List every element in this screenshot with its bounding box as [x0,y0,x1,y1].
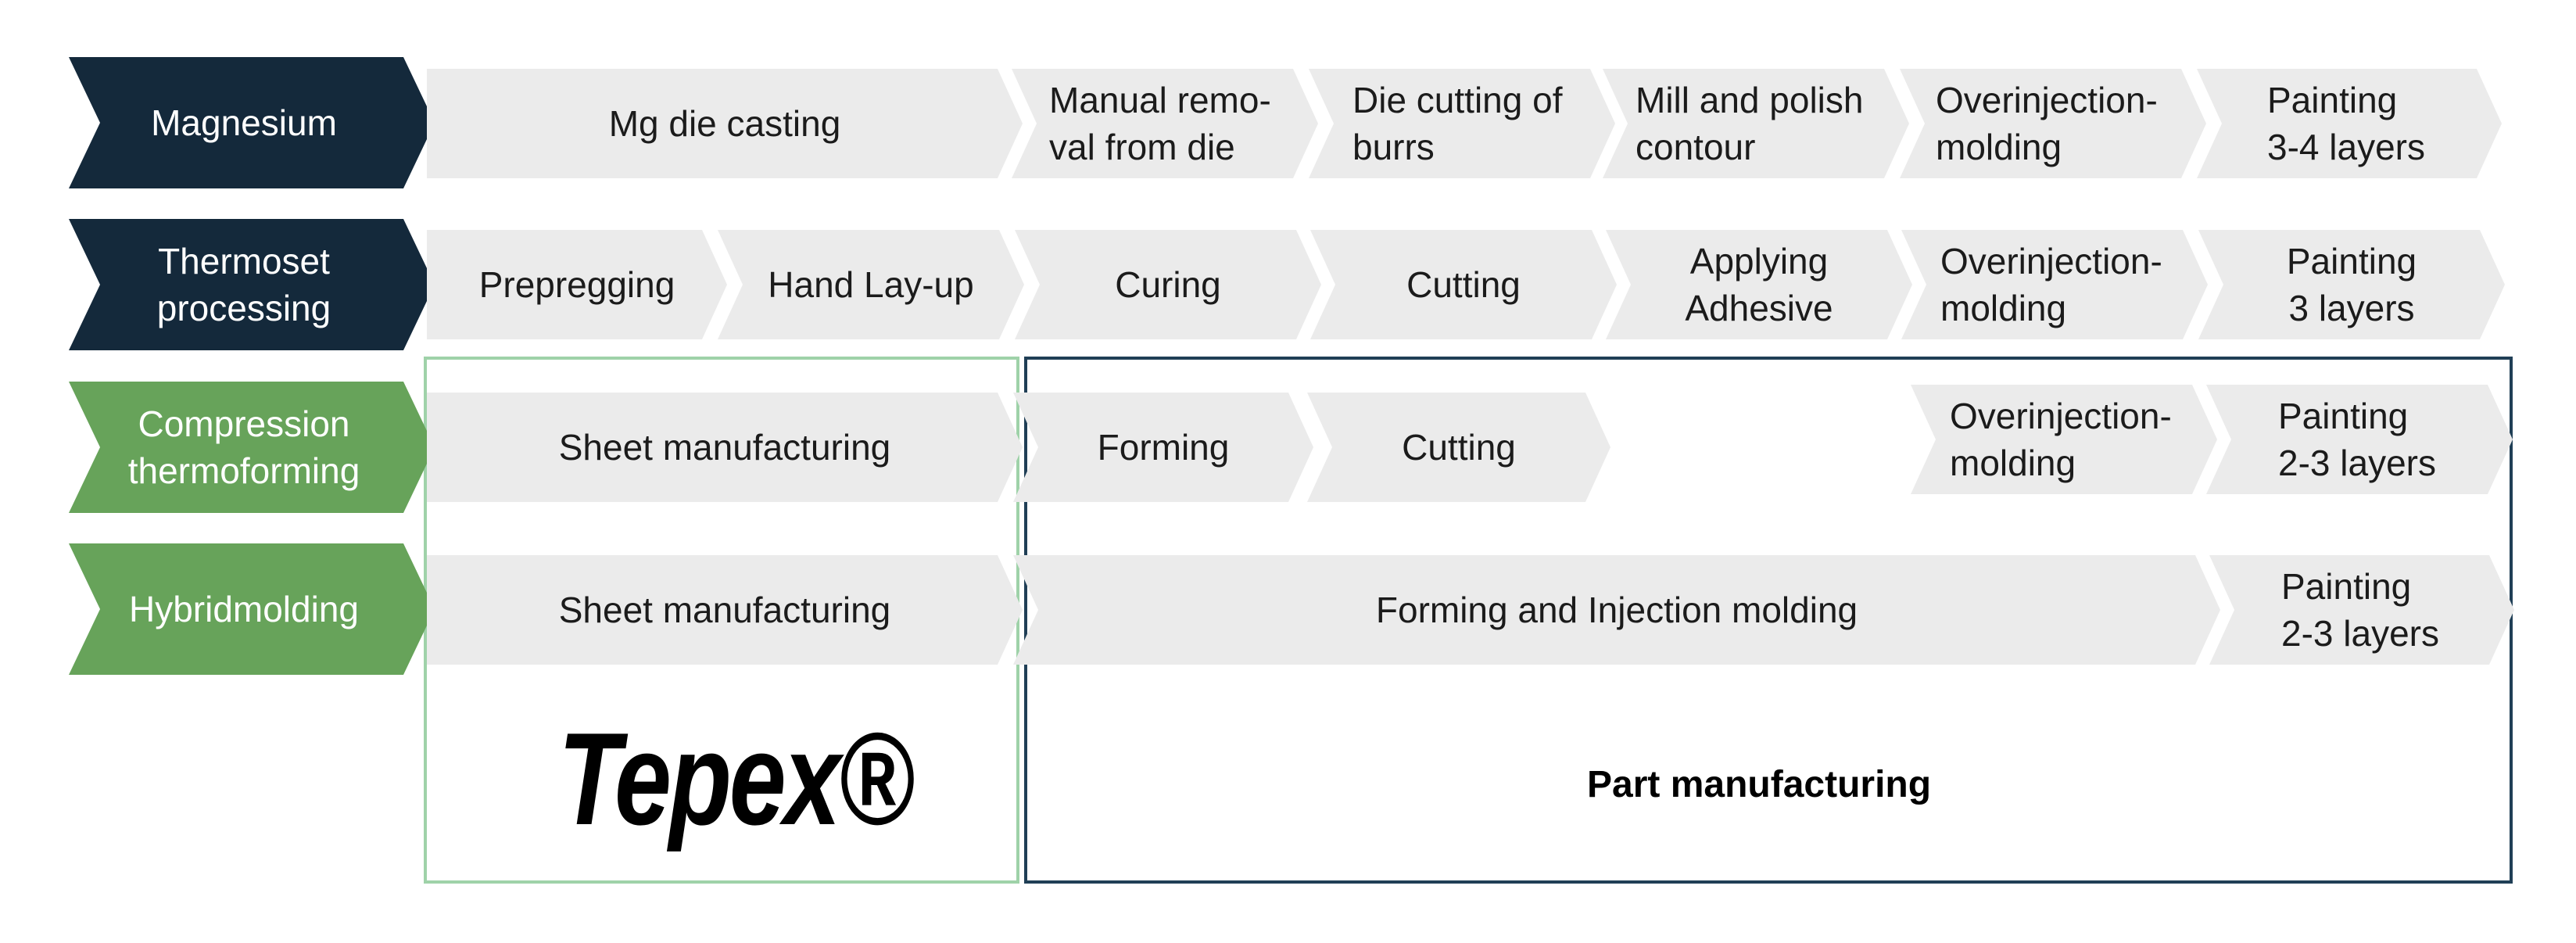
tepex-logo: Tepex® [558,705,914,852]
step-cutting-thermoset: Cutting [1310,230,1617,339]
step-manual-removal: Manual remo- val from die [1012,69,1318,178]
row-label-thermoset: Thermoset processing [69,219,435,350]
row-label-magnesium: Magnesium [69,57,435,188]
step-overinjection-thermoset: Overinjection- molding [1901,230,2208,339]
step-overinjection-mg: Overinjection- molding [1900,69,2206,178]
step-painting-hybrid: Painting 2-3 layers [2209,555,2514,665]
step-sheet-manufacturing-hybrid: Sheet manufacturing [427,555,1023,665]
step-mill-polish: Mill and polish contour [1603,69,1909,178]
part-manufacturing-caption: Part manufacturing [1587,764,1932,805]
row-label-text: Compression thermoforming [127,403,360,491]
step-hand-layup: Hand Lay-up [718,230,1024,339]
step-forming: Forming [1013,393,1313,502]
part-manufacturing-frame [1024,357,2513,884]
step-forming-injection-molding: Forming and Injection molding [1013,555,2220,665]
row-label-text: Hybridmolding [128,589,359,629]
step-applying-adhesive: Applying Adhesive [1606,230,1912,339]
step-cutting-compression: Cutting [1307,393,1610,502]
step-painting-compression: Painting 2-3 layers [2206,385,2513,494]
row-label-text: Magnesium [151,102,337,143]
step-curing: Curing [1015,230,1321,339]
step-painting-thermoset: Painting 3 layers [2198,230,2505,339]
step-mg-die-casting: Mg die casting [427,69,1023,178]
row-label-text: Thermoset processing [156,241,331,328]
row-label-compression: Compression thermoforming [69,382,435,513]
step-prepregging: Prepregging [427,230,727,339]
step-painting-mg: Painting 3-4 layers [2197,69,2502,178]
step-die-cutting-burrs: Die cutting of burrs [1309,69,1615,178]
step-overinjection-compression: Overinjection- molding [1911,385,2217,494]
row-label-hybridmolding: Hybridmolding [69,543,435,675]
step-sheet-manufacturing-compression: Sheet manufacturing [427,393,1023,502]
